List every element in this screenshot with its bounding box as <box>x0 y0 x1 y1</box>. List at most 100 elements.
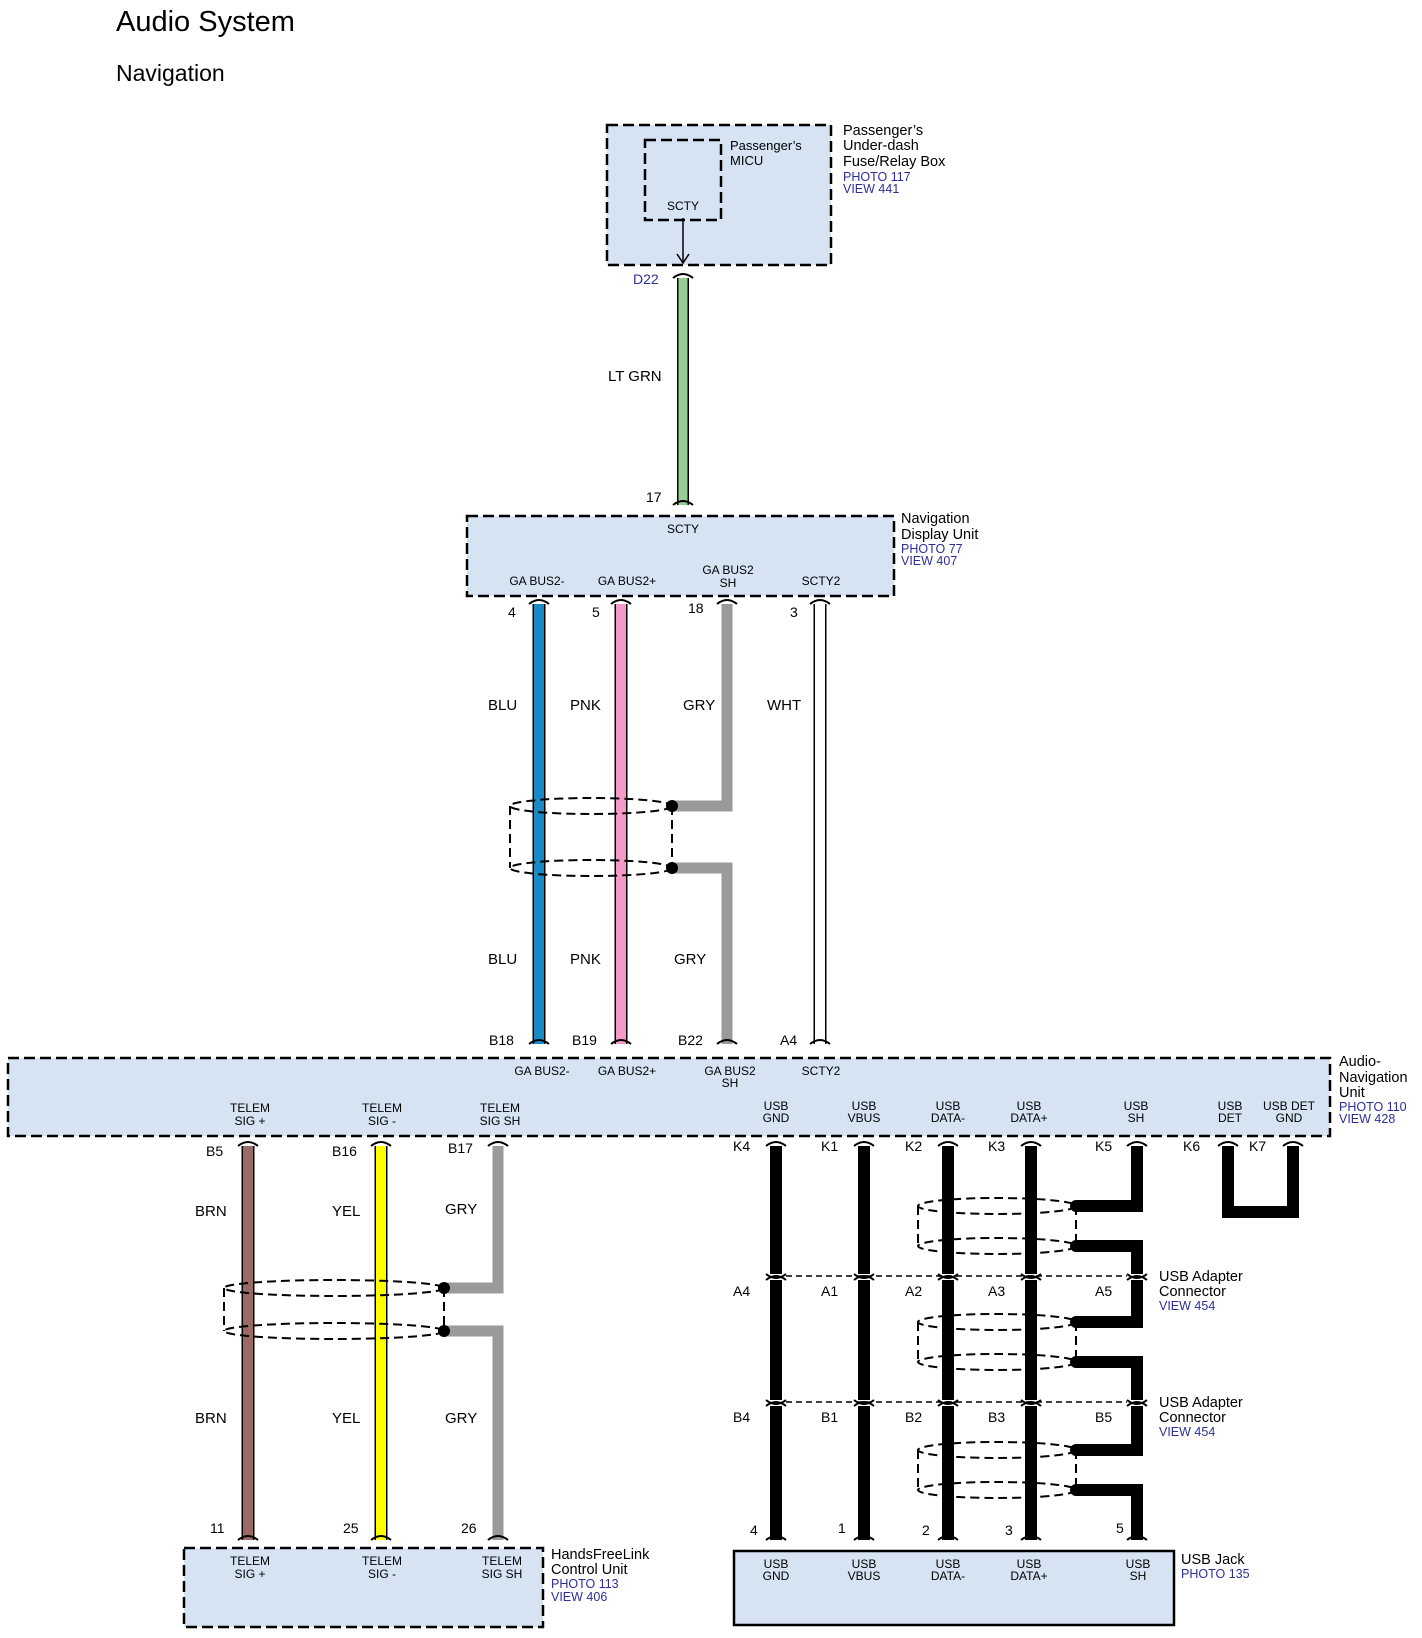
telem-splice-dot <box>438 1325 450 1337</box>
usb-adapter2-name-1: USB Adapter <box>1159 1395 1243 1411</box>
usb-adapter1-pin-a1: A1 <box>821 1283 838 1299</box>
audio-signal-telem-sig-minus-1: TELEM <box>362 1101 402 1115</box>
page-title: Audio System <box>116 6 295 38</box>
usb-wires <box>770 1146 1299 1540</box>
wire-usb-sh-1a <box>1076 1146 1143 1212</box>
audio-signal-usb-det-gnd-2: GND <box>1276 1111 1303 1125</box>
wire-label-gry-telem-bottom: GRY <box>445 1410 477 1427</box>
hfl-pin-11: 11 <box>210 1520 225 1536</box>
audio-pin-b5: B5 <box>206 1143 223 1159</box>
audio-signal-usb-sh-2: SH <box>1128 1111 1145 1125</box>
audio-pin-k6: K6 <box>1183 1138 1200 1154</box>
micu-label-1: Passenger’s <box>730 138 802 153</box>
usb-jack-name: USB Jack <box>1181 1552 1245 1568</box>
wire-label-yel-bottom: YEL <box>332 1410 360 1427</box>
usb-jack <box>732 1549 1176 1627</box>
wire-label-blu-bottom: BLU <box>488 951 517 968</box>
nav-connector-caps <box>528 599 831 605</box>
usb-jack-signal-data-minus-1: USB <box>936 1557 961 1571</box>
micu-box <box>643 138 723 222</box>
telem-splice-dot <box>438 1282 450 1294</box>
fuse-box-name-3: Fuse/Relay Box <box>843 154 946 170</box>
wire-gry-telem-top <box>444 1146 504 1294</box>
hfl-name-1: HandsFreeLink <box>551 1547 650 1563</box>
usb-adapter1-name-2: Connector <box>1159 1284 1226 1300</box>
audio-signal-usb-gnd-1: USB <box>764 1099 789 1113</box>
usb-jack-signal-data-plus-2: DATA+ <box>1010 1569 1047 1583</box>
usb-jack-signal-vbus-2: VBUS <box>848 1569 881 1583</box>
usb-connector-gaps <box>760 1274 1152 1406</box>
audio-nav-name-2: Navigation <box>1339 1070 1408 1086</box>
telem-shield-bottom <box>223 1322 445 1340</box>
audio-signal-usb-data-plus-1: USB <box>1017 1099 1042 1113</box>
usb-jack-pin-5: 5 <box>1116 1520 1124 1536</box>
audio-pin-k5: K5 <box>1095 1138 1112 1154</box>
nav-display-top-pin: 17 <box>646 489 662 505</box>
wire-label-pnk-top: PNK <box>570 697 601 714</box>
wire-gry-telem-bottom <box>444 1325 504 1540</box>
usb-adapter2-pin-b2: B2 <box>905 1409 922 1425</box>
audio-navigation-unit <box>6 1056 1332 1138</box>
shield-splice-dot <box>666 862 678 874</box>
fuse-box-photo-ref: PHOTO 117 <box>843 170 911 184</box>
audio-signal-telem-sig-plus-2: SIG + <box>234 1114 265 1128</box>
micu-arrow-head <box>676 253 690 265</box>
usb-adapter2-name-2: Connector <box>1159 1410 1226 1426</box>
audio-signal-usb-sh-1: USB <box>1124 1099 1149 1113</box>
hfl-pin-26: 26 <box>461 1520 477 1536</box>
nav-display-top-signal: SCTY <box>667 522 699 536</box>
wire-label-pnk-bottom: PNK <box>570 951 601 968</box>
nav-display-view-ref: VIEW 407 <box>901 554 957 568</box>
nav-display-name-1: Navigation <box>901 511 970 527</box>
usb-jack-pin-4: 4 <box>750 1522 758 1538</box>
audio-nav-photo-ref: PHOTO 110 <box>1339 1100 1407 1114</box>
telem-bottom-caps <box>237 1535 509 1541</box>
nav-signal-ga-bus2-minus: GA BUS2- <box>509 574 564 588</box>
handsfreelink-control-unit <box>182 1546 545 1629</box>
hfl-signal-telem-sig-plus-1: TELEM <box>230 1554 270 1568</box>
audio-signal-usb-data-plus-2: DATA+ <box>1010 1111 1047 1125</box>
usb-jack-pin-2: 2 <box>922 1522 930 1538</box>
usb-jack-signal-vbus-1: USB <box>852 1557 877 1571</box>
usb-adapter1-view-ref: VIEW 454 <box>1159 1299 1215 1313</box>
usb-adapter1-pin-a4: A4 <box>733 1283 750 1299</box>
wire-label-wht-top: WHT <box>767 697 801 714</box>
wire-usb-sh-2b <box>1076 1356 1143 1400</box>
wire-gry-shield-bottom <box>672 862 733 1044</box>
micu-label-2: MICU <box>730 153 763 168</box>
hfl-signal-telem-sig-sh-1: TELEM <box>482 1554 522 1568</box>
usb-jack-signal-data-plus-1: USB <box>1017 1557 1042 1571</box>
audio-signal-usb-data-minus-2: DATA- <box>931 1111 965 1125</box>
audio-signal-usb-data-minus-1: USB <box>936 1099 961 1113</box>
audio-pin-a4: A4 <box>780 1032 797 1048</box>
audio-signal-telem-sig-sh-1: TELEM <box>480 1101 520 1115</box>
hfl-photo-ref: PHOTO 113 <box>551 1577 619 1591</box>
wire-usb-sh-3a <box>1076 1406 1143 1456</box>
audio-signal-ga-bus2-sh-1: GA BUS2 <box>704 1064 756 1078</box>
usb-jack-pin-1: 1 <box>838 1520 846 1536</box>
usb-adapter2-view-ref: VIEW 454 <box>1159 1425 1215 1439</box>
audio-signal-ga-bus2-sh-2: SH <box>722 1076 739 1090</box>
usb-adapter2-pin-b3: B3 <box>988 1409 1005 1425</box>
audio-signal-usb-vbus-2: VBUS <box>848 1111 881 1125</box>
audio-signal-scty2: SCTY2 <box>802 1064 841 1078</box>
wire-label-yel-top: YEL <box>332 1203 360 1220</box>
hfl-signal-telem-sig-minus-1: TELEM <box>362 1554 402 1568</box>
usb-jack-signal-sh-1: USB <box>1126 1557 1151 1571</box>
nav-pin-3: 3 <box>790 604 798 620</box>
nav-pin-18: 18 <box>688 600 704 616</box>
usb-adapter1-pin-a2: A2 <box>905 1283 922 1299</box>
connector-cap <box>672 500 694 506</box>
usb-jack-signal-data-minus-2: DATA- <box>931 1569 965 1583</box>
audio-pin-b17: B17 <box>448 1140 473 1156</box>
audio-nav-name-3: Unit <box>1339 1085 1365 1101</box>
wire-label-blu-top: BLU <box>488 697 517 714</box>
audio-signal-usb-gnd-2: GND <box>763 1111 790 1125</box>
audio-pin-k7: K7 <box>1249 1138 1266 1154</box>
fuse-box-name-1: Passenger’s <box>843 123 923 139</box>
hfl-name-2: Control Unit <box>551 1562 628 1578</box>
audio-pin-k2: K2 <box>905 1138 922 1154</box>
audio-pin-k3: K3 <box>988 1138 1005 1154</box>
usb-adapter2-pin-b4: B4 <box>733 1409 750 1425</box>
